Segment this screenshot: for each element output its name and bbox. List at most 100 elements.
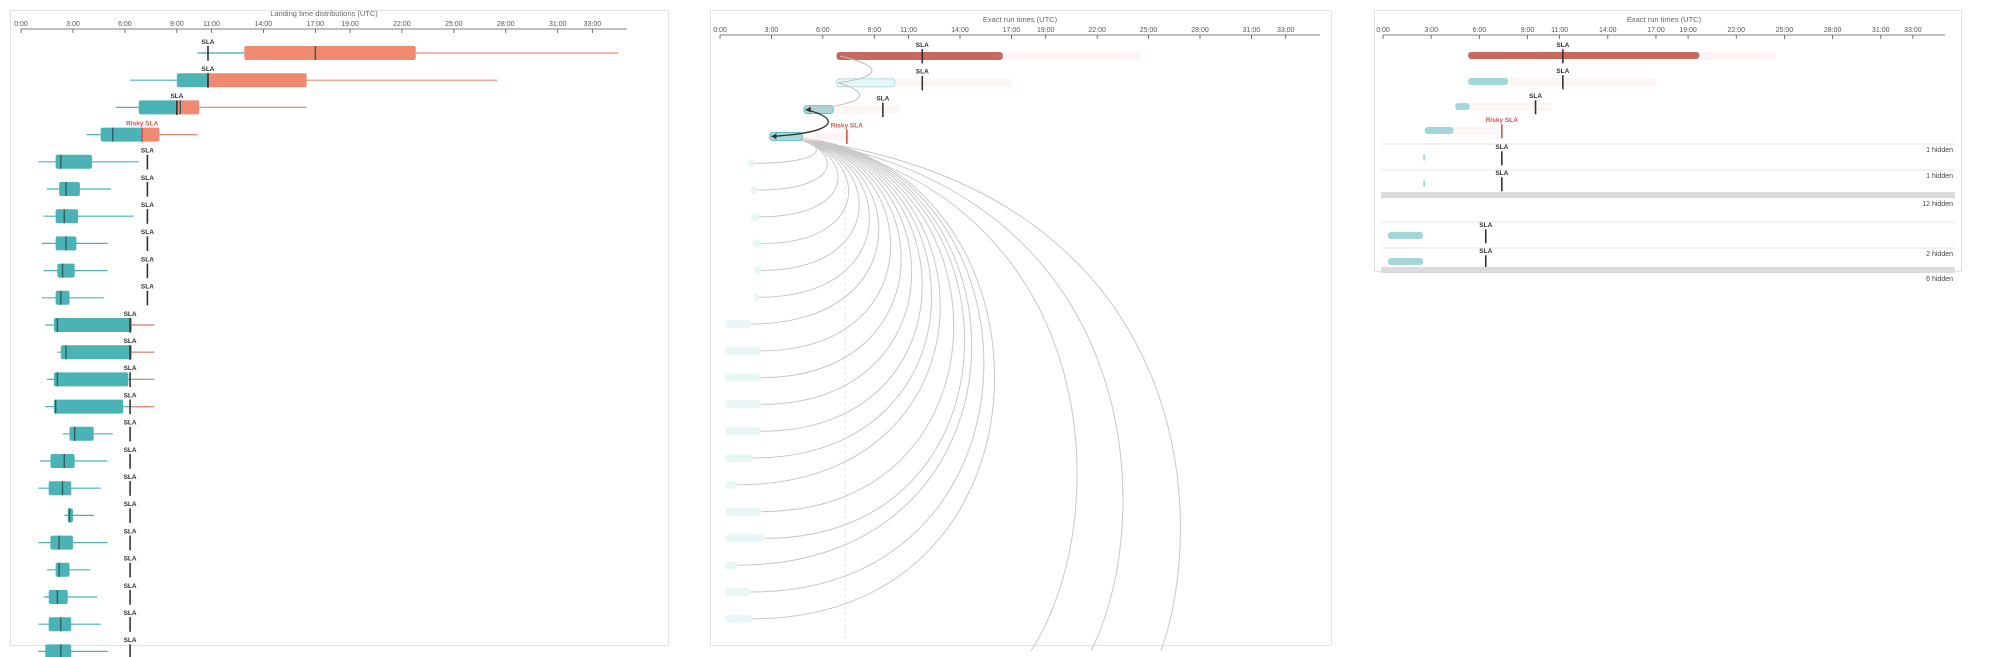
x-tick-label: 11:00 <box>900 27 917 34</box>
box <box>53 318 132 332</box>
run-bar <box>1468 78 1509 85</box>
run-bar <box>725 427 762 436</box>
box <box>100 127 143 142</box>
x-tick-label: 11:00 <box>1551 27 1568 34</box>
run-bar <box>1423 180 1426 187</box>
sla-label: SLA <box>124 474 137 481</box>
collapsed-group-bar <box>1381 267 1955 273</box>
sla-label: SLA <box>141 202 154 209</box>
sla-label: SLA <box>201 66 214 73</box>
x-tick-label: 33:00 <box>1904 27 1922 34</box>
x-tick-label: 9:00 <box>1521 27 1535 34</box>
box <box>55 290 70 305</box>
dependency-arc <box>750 135 880 325</box>
x-tick-label: 19:00 <box>1037 27 1055 34</box>
sla-label: SLA <box>141 229 154 236</box>
dependency-arc <box>761 135 892 352</box>
x-tick-label: 17:00 <box>1003 27 1021 34</box>
x-tick-label: 22:00 <box>1727 27 1745 34</box>
ghost-bar <box>1508 78 1656 86</box>
hidden-count-label: 1 hidden <box>1926 147 1953 154</box>
run-bar <box>754 293 760 302</box>
sla-label: SLA <box>124 447 137 454</box>
run-bar <box>1387 258 1424 265</box>
x-tick-label: 14:00 <box>1599 27 1617 34</box>
sla-label: SLA <box>1556 42 1569 49</box>
ghost-bar <box>1453 127 1499 135</box>
x-tick-label: 3:00 <box>765 27 779 34</box>
x-tick-label: 33:00 <box>584 21 602 28</box>
x-tick-label: 31:00 <box>1872 27 1890 34</box>
run-bar <box>725 614 753 623</box>
x-tick-label: 28:00 <box>1824 27 1842 34</box>
box-late <box>176 100 200 115</box>
ghost-bar <box>1469 103 1552 111</box>
risky-sla-label: Risky SLA <box>831 122 863 129</box>
run-bar <box>725 346 762 355</box>
dependency-arc <box>750 135 985 593</box>
box <box>59 182 80 196</box>
box <box>138 100 177 115</box>
box-late <box>142 127 160 142</box>
sla-label: SLA <box>141 284 154 291</box>
run-bar <box>1387 232 1424 239</box>
hidden-count-label: 6 hidden <box>1926 276 1953 283</box>
dependency-arc <box>761 135 955 513</box>
box <box>69 426 94 441</box>
box <box>57 263 75 278</box>
x-tick-label: 6:00 <box>118 21 132 28</box>
box-late <box>207 73 307 88</box>
box <box>244 46 416 60</box>
x-tick-label: 0:00 <box>1376 27 1390 34</box>
box <box>50 535 73 550</box>
x-tick-label: 19:00 <box>341 21 359 28</box>
ghost-bar <box>1699 52 1777 60</box>
run-bar <box>725 373 762 382</box>
dependency-arrow <box>838 55 873 84</box>
sla-label: SLA <box>124 528 137 535</box>
run-bar <box>754 266 762 275</box>
dependency-arc <box>761 135 913 405</box>
box <box>48 590 68 604</box>
x-tick-label: 19:00 <box>1679 27 1697 34</box>
axis-title: Landing time distributions (UTC) <box>270 9 378 18</box>
sla-label: SLA <box>124 365 137 372</box>
box <box>53 372 129 387</box>
run-bar <box>1423 154 1426 161</box>
x-tick-label: 14:00 <box>951 27 969 34</box>
risky-sla-label: Risky SLA <box>1486 117 1518 124</box>
x-tick-label: 9:00 <box>170 21 184 28</box>
sla-label: SLA <box>876 95 889 102</box>
x-tick-label: 31:00 <box>1243 27 1261 34</box>
dependency-arc <box>761 135 860 271</box>
sla-label: SLA <box>916 69 929 76</box>
box <box>67 508 73 523</box>
ghost-bar <box>1002 52 1140 60</box>
sla-label: SLA <box>124 420 137 427</box>
sla-label: SLA <box>124 501 137 508</box>
sla-label: SLA <box>916 42 929 49</box>
box <box>176 73 208 88</box>
run-bar <box>1468 52 1700 59</box>
sla-label: SLA <box>141 148 154 155</box>
dependency-arc <box>773 135 1078 652</box>
risky-sla-label: Risky SLA <box>126 120 158 127</box>
sla-label: SLA <box>124 583 137 590</box>
run-bar <box>725 480 738 489</box>
sla-label: SLA <box>1479 248 1492 255</box>
box <box>60 345 132 360</box>
x-tick-label: 3:00 <box>66 21 80 28</box>
box <box>45 644 72 657</box>
x-tick-label: 11:00 <box>203 21 220 28</box>
box <box>50 454 75 468</box>
arrow-head <box>805 106 811 113</box>
x-tick-label: 0:00 <box>713 27 727 34</box>
axis-title: Exact run times (UTC) <box>1627 15 1702 24</box>
x-tick-label: 33:00 <box>1277 27 1295 34</box>
dependency-arc <box>737 135 973 566</box>
sla-label: SLA <box>201 39 214 46</box>
run-bar <box>750 186 758 194</box>
